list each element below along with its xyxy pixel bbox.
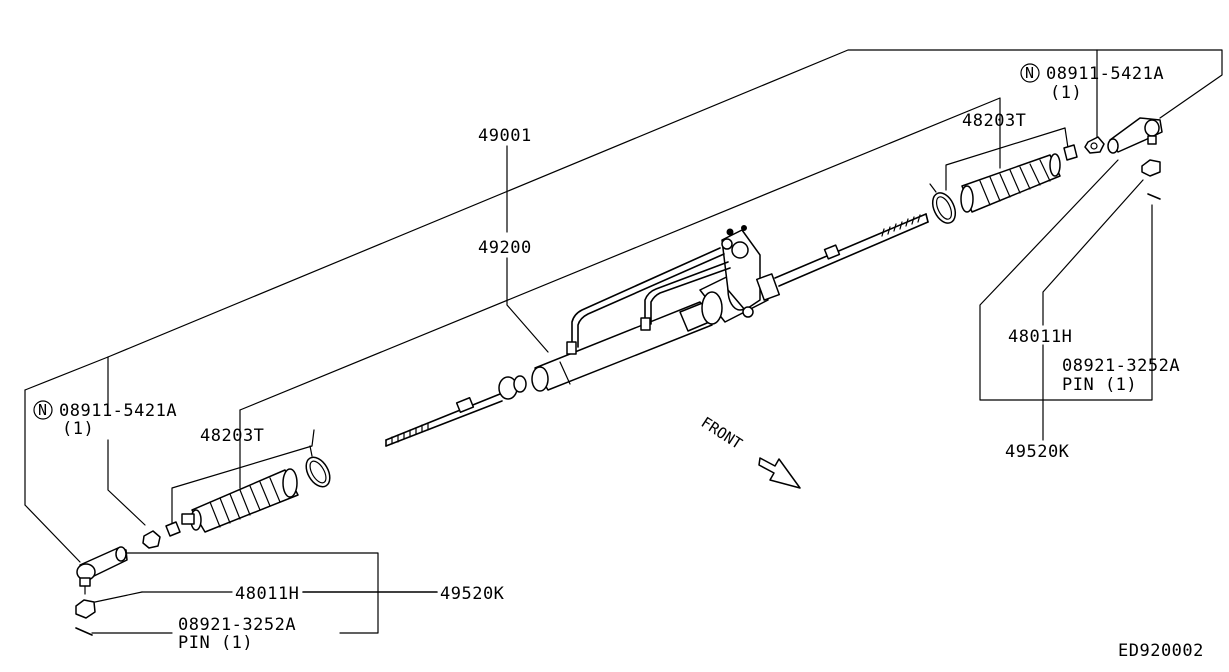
label-nut-right-qty: (1) (1050, 83, 1082, 103)
label-nut-right: 08911-5421A (1046, 64, 1164, 84)
right-inner-rod (774, 213, 929, 287)
label-socket-left: 48011H (235, 584, 299, 604)
label-assembly: 49001 (478, 126, 532, 146)
label-nut-left: 08911-5421A (59, 401, 177, 421)
front-label: FRONT (698, 413, 746, 453)
label-boot-right: 48203T (962, 111, 1026, 131)
gear-housing (699, 225, 781, 325)
n-mark-icon (1020, 63, 1040, 83)
nut-right (1084, 136, 1105, 154)
right-boot-set (929, 144, 1078, 224)
label-rack-housing: 49200 (478, 238, 532, 258)
nut-left (142, 530, 161, 549)
castle-nut-left (75, 599, 96, 619)
diagram-code: ED920002 (1118, 641, 1204, 661)
leader-lines (24, 49, 1223, 634)
label-pin-left: 08921-3252A (178, 615, 296, 635)
callout-labels: 49001 49200 48203T N 08911-5421A (1) 480… (33, 63, 1204, 661)
front-arrow-icon (758, 457, 801, 489)
boot-clamp-left (305, 456, 331, 488)
boot-left (181, 468, 299, 533)
right-tie-rod-end (1084, 117, 1163, 200)
boot-clip-left (165, 521, 181, 537)
left-inner-rod (385, 393, 503, 447)
label-pin-right: 08921-3252A (1062, 356, 1180, 376)
front-direction-indicator: FRONT (698, 413, 801, 489)
label-tie-rod-right: 49520K (1005, 442, 1070, 462)
rack-tube (531, 295, 727, 392)
castle-nut-right (1141, 159, 1161, 177)
n-mark-icon (33, 400, 53, 420)
label-boot-left: 48203T (200, 426, 264, 446)
left-tie-rod-end (75, 530, 161, 636)
boot-right (960, 153, 1061, 213)
label-nut-left-qty: (1) (62, 419, 94, 439)
boot-clamp-right (931, 192, 957, 224)
cotter-pin-right (1147, 193, 1161, 200)
svg-text:N: N (1025, 64, 1034, 82)
cotter-pin-left (75, 627, 93, 636)
steering-rack (385, 213, 929, 447)
label-pin-right-qty: PIN (1) (1062, 375, 1137, 395)
hydraulic-lines (566, 247, 731, 355)
label-pin-left-qty: PIN (1) (178, 633, 253, 653)
boot-clip-right (1063, 144, 1078, 161)
left-boot-set (165, 445, 331, 537)
label-tie-rod-left: 49520K (440, 584, 505, 604)
svg-text:N: N (38, 401, 47, 419)
label-socket-right: 48011H (1008, 327, 1072, 347)
